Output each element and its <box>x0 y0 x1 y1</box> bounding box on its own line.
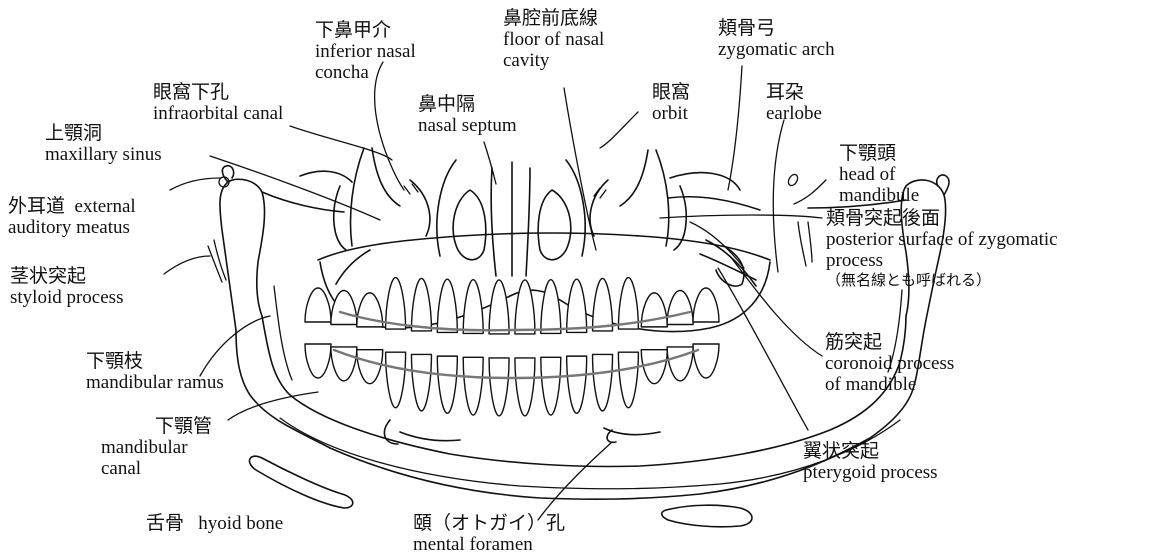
hyoid-bone-right <box>662 505 752 527</box>
label-maxillary-sinus: 上顎洞 maxillary sinus <box>45 123 162 165</box>
label-pterygoid-process: 翼状突起 pterygoid process <box>803 441 938 483</box>
upper-tooth <box>331 290 357 324</box>
lower-tooth <box>641 350 667 384</box>
lower-tooth <box>693 344 719 378</box>
label-jp: 耳朶 <box>766 82 822 103</box>
label-en: mandibular ramus <box>86 372 224 393</box>
label-jp: 眼窩下孔 <box>153 82 283 103</box>
label-jp-text: 外耳道 <box>8 196 65 217</box>
label-jp: 眼窩 <box>652 82 690 103</box>
upper-teeth <box>305 278 719 334</box>
label-jp: 鼻腔前底線 <box>503 8 604 29</box>
label-en: nasal septum <box>418 115 517 136</box>
label-en: coronoid process <box>825 353 954 374</box>
lower-tooth <box>593 354 613 410</box>
label-note: （無名線とも呼ばれる） <box>826 271 1058 292</box>
label-en: styloid process <box>10 287 123 308</box>
label-coronoid-process: 筋突起 coronoid process of mandible <box>825 332 954 395</box>
label-en: mandibule <box>839 185 919 206</box>
lower-tooth <box>411 354 431 410</box>
label-head-of-mandible: 下顎頭 head of mandibule <box>839 143 919 206</box>
label-jp: 茎状突起 <box>10 266 123 287</box>
label-en: process <box>826 250 1058 271</box>
lower-tooth <box>567 356 587 413</box>
label-jp: 舌骨 hyoid bone <box>146 513 283 534</box>
lower-tooth <box>618 352 638 408</box>
label-jp: 鼻中隔 <box>418 94 517 115</box>
label-en: of mandible <box>825 374 954 395</box>
lower-tooth <box>463 357 483 415</box>
upper-tooth <box>489 280 509 334</box>
label-zygomatic-posterior-surface: 頬骨突起後面 posterior surface of zygomatic pr… <box>826 208 1058 292</box>
label-jp: 下顎管 <box>101 416 212 437</box>
label-mandibular-ramus: 下顎枝 mandibular ramus <box>86 351 224 393</box>
label-en: mandibular <box>101 437 212 458</box>
upper-tooth <box>386 278 406 330</box>
upper-tooth <box>437 279 457 332</box>
lower-teeth <box>305 344 719 416</box>
label-external-auditory-meatus: 外耳道 external auditory meatus <box>8 196 136 238</box>
label-en: earlobe <box>766 103 822 124</box>
label-en: canal <box>101 458 212 479</box>
label-jp: 下顎枝 <box>86 351 224 372</box>
upper-tooth <box>305 288 331 322</box>
label-hyoid-bone: 舌骨 hyoid bone <box>146 513 283 534</box>
label-orbit: 眼窩 orbit <box>652 82 690 124</box>
nasal-septum-line <box>491 168 496 276</box>
upper-tooth <box>515 280 535 334</box>
label-en: floor of nasal <box>503 29 604 50</box>
upper-tooth <box>567 279 587 332</box>
label-en: mental foramen <box>413 534 565 555</box>
upper-tooth <box>693 288 719 322</box>
label-styloid-process: 茎状突起 styloid process <box>10 266 123 308</box>
label-en-text: external <box>75 196 136 217</box>
mandible-outline <box>220 179 265 330</box>
label-en: infraorbital canal <box>153 103 283 124</box>
label-nasal-cavity-floor: 鼻腔前底線 floor of nasal cavity <box>503 8 604 71</box>
hyoid-bone-shape <box>249 456 352 508</box>
lower-tooth <box>305 344 331 378</box>
label-jp: 頤（オトガイ）孔 <box>413 513 565 534</box>
lower-tooth <box>515 358 535 416</box>
upper-tooth <box>541 280 561 334</box>
upper-tooth <box>667 290 693 324</box>
label-inferior-nasal-concha: 下鼻甲介 inferior nasal concha <box>315 20 416 83</box>
label-en-text: hyoid bone <box>198 513 283 534</box>
upper-tooth <box>411 278 431 330</box>
label-earlobe: 耳朶 earlobe <box>766 82 822 124</box>
label-en: zygomatic arch <box>718 39 835 60</box>
label-en: auditory meatus <box>8 217 136 238</box>
label-jp-text: 舌骨 <box>146 513 184 534</box>
label-jp: 外耳道 external <box>8 196 136 217</box>
label-jp: 筋突起 <box>825 332 954 353</box>
lower-tooth <box>541 357 561 415</box>
upper-tooth <box>463 280 483 334</box>
label-en: orbit <box>652 103 690 124</box>
upper-tooth <box>593 278 613 330</box>
label-jp: 下顎頭 <box>839 143 919 164</box>
label-en: concha <box>315 62 416 83</box>
label-jp: 下鼻甲介 <box>315 20 416 41</box>
label-en: inferior nasal <box>315 41 416 62</box>
label-zygomatic-arch: 頬骨弓 zygomatic arch <box>718 18 835 60</box>
label-en: pterygoid process <box>803 462 938 483</box>
label-jp: 頬骨弓 <box>718 18 835 39</box>
lower-tooth <box>489 358 509 416</box>
label-mental-foramen: 頤（オトガイ）孔 mental foramen <box>413 513 565 555</box>
label-en: cavity <box>503 50 604 71</box>
label-jp: 頬骨突起後面 <box>826 208 1058 229</box>
label-jp: 上顎洞 <box>45 123 162 144</box>
label-en: posterior surface of zygomatic <box>826 229 1058 250</box>
label-en: maxillary sinus <box>45 144 162 165</box>
label-jp: 翼状突起 <box>803 441 938 462</box>
lower-tooth <box>331 347 357 381</box>
label-infraorbital-canal: 眼窩下孔 infraorbital canal <box>153 82 283 124</box>
lower-tooth <box>386 352 406 408</box>
label-nasal-septum: 鼻中隔 nasal septum <box>418 94 517 136</box>
label-en: head of <box>839 164 919 185</box>
lower-tooth <box>437 356 457 413</box>
lower-tooth <box>357 350 383 384</box>
label-mandibular-canal: 下顎管 mandibular canal <box>101 416 212 479</box>
